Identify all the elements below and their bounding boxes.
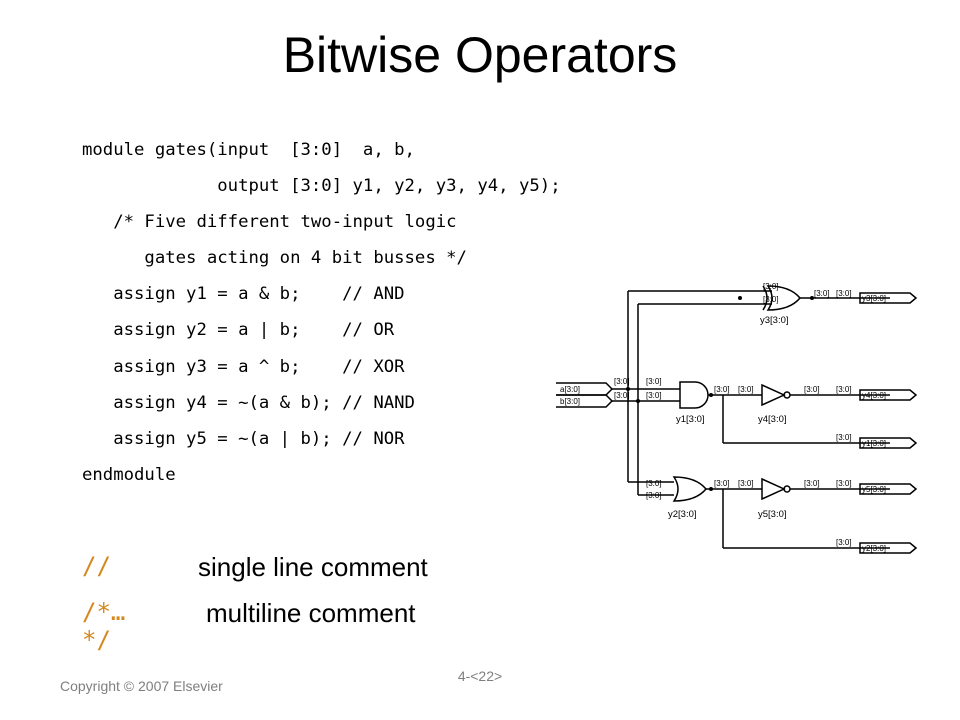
bus-label: [3:0] — [614, 391, 630, 400]
bus-label: [3:0] — [763, 295, 779, 304]
bus-label: [3:0] — [738, 479, 754, 488]
bus-label: [3:0] — [646, 491, 662, 500]
output-port-label: y5[3:0] — [862, 485, 886, 494]
bus-label: [3:0] — [804, 385, 820, 394]
bus-label: [3:0] — [836, 289, 852, 298]
multiline-comment-symbol: /*…*/ — [82, 598, 126, 654]
copyright-text: Copyright © 2007 Elsevier — [60, 678, 223, 694]
verilog-code-block: module gates(input [3:0] a, b, output [3… — [82, 132, 561, 493]
bus-label: [3:0] — [646, 479, 662, 488]
single-line-comment-symbol: // — [82, 552, 111, 580]
slide-title: Bitwise Operators — [282, 27, 678, 83]
bus-label: [3:0] — [614, 377, 630, 386]
output-port-label: y2[3:0] — [862, 544, 886, 553]
page-number: 4-<22> — [457, 668, 503, 684]
code-line: module gates(input [3:0] a, b, — [82, 140, 415, 160]
code-line: assign y5 = ~(a | b); // NOR — [82, 428, 405, 449]
input-port-a: a[3:0] — [560, 385, 580, 394]
bus-label: [3:0] — [836, 385, 852, 394]
gate-label-or: y2[3:0] — [668, 509, 697, 520]
output-port-label: y1[3:0] — [862, 439, 886, 448]
code-line: assign y1 = a & b; // AND — [82, 284, 405, 305]
bus-label: [3:0] — [836, 538, 852, 547]
code-line: assign y4 = ~(a & b); // NAND — [82, 392, 415, 413]
bus-label: [3:0] — [646, 391, 662, 400]
code-line: /* Five different two-input logic — [82, 212, 457, 233]
gate-label-and: y1[3:0] — [676, 414, 705, 425]
bus-label: [3:0] — [804, 479, 820, 488]
bus-label: [3:0] — [814, 289, 830, 298]
bus-label: [3:0] — [646, 377, 662, 386]
multiline-comment-text: multiline comment — [206, 598, 416, 628]
gate-label-xor: y3[3:0] — [760, 315, 789, 326]
gate-label-nand: y4[3:0] — [758, 414, 787, 425]
bus-label: [3:0] — [836, 479, 852, 488]
output-port-label: y4[3:0] — [862, 391, 886, 400]
output-port-label: y3[3:0] — [862, 294, 886, 303]
bus-label: [3:0] — [714, 385, 730, 394]
code-line: assign y3 = a ^ b; // XOR — [82, 356, 405, 377]
bus-label: [3:0] — [714, 479, 730, 488]
input-port-b: b[3:0] — [560, 397, 580, 406]
code-line: endmodule — [82, 464, 176, 485]
bus-label: [3:0] — [763, 282, 779, 291]
bus-label: [3:0] — [836, 433, 852, 442]
code-line: assign y2 = a | b; // OR — [82, 320, 395, 341]
code-line: output [3:0] y1, y2, y3, y4, y5); — [82, 176, 561, 197]
bus-label: [3:0] — [738, 385, 754, 394]
single-line-comment-text: single line comment — [198, 552, 428, 582]
gate-label-nor: y5[3:0] — [758, 509, 787, 520]
code-line: gates acting on 4 bit busses */ — [82, 248, 467, 269]
gate-schematic: [3:0] [3:0] [3:0] [3:0] [3:0] [3:0] [3:0… — [556, 282, 918, 554]
